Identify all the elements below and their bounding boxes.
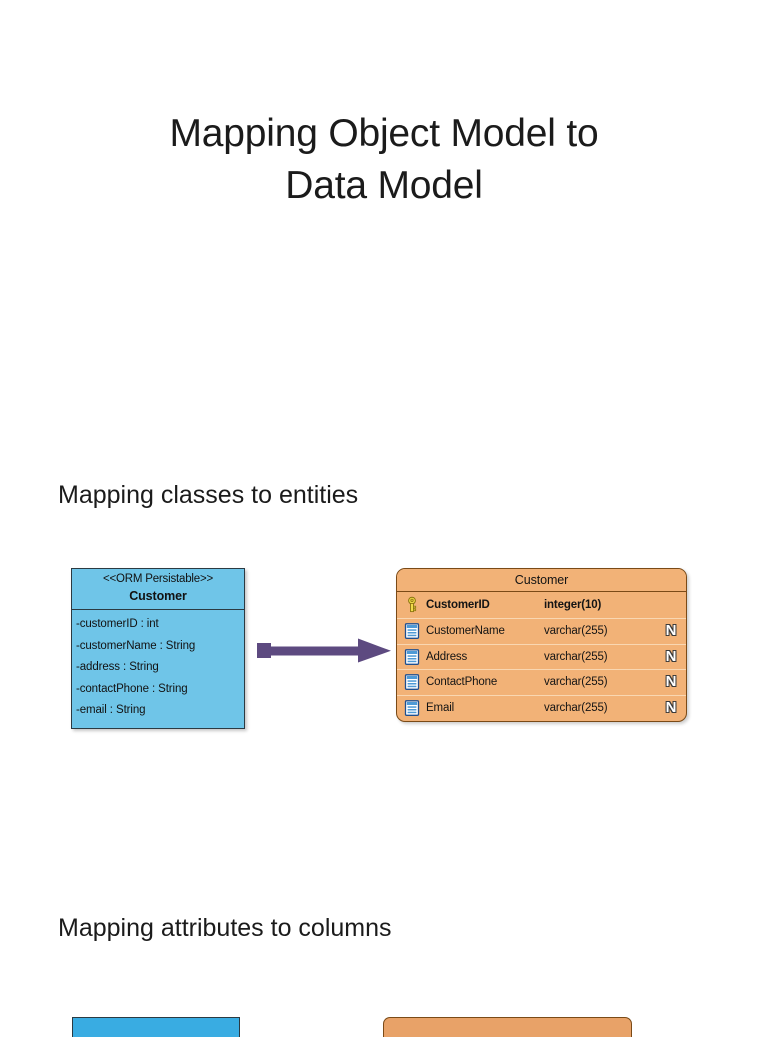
uml-stereotype-label: <<ORM Persistable>> <box>103 573 213 585</box>
column-icon <box>403 622 421 640</box>
erd-column-row-primary-key: CustomerID integer(10) <box>397 592 686 619</box>
mapping-arrow <box>257 637 393 664</box>
uml-attribute-row: -address : String <box>76 661 159 673</box>
erd-column-row: ContactPhone varchar(255) N <box>397 670 686 696</box>
erd-column-name: CustomerID <box>426 599 490 611</box>
column-icon <box>403 673 421 691</box>
column-icon <box>403 699 421 717</box>
erd-table-customer: Customer CustomerID integer(10) <box>396 568 687 722</box>
uml-class-name-label: Customer <box>129 589 187 603</box>
uml-class-box-preview-cropped <box>72 1017 240 1037</box>
erd-column-row: CustomerName varchar(255) N <box>397 619 686 645</box>
erd-nullable-marker: N <box>665 673 677 691</box>
uml-attribute-row: -customerName : String <box>76 639 196 652</box>
erd-column-row: Email varchar(255) N <box>397 696 686 722</box>
erd-table-preview-cropped <box>383 1017 632 1037</box>
section-heading-attributes-to-columns: Mapping attributes to columns <box>58 914 392 942</box>
uml-class-header: <<ORM Persistable>> Customer <box>72 569 244 610</box>
erd-column-name: ContactPhone <box>426 676 498 689</box>
erd-column-name: Email <box>426 702 455 715</box>
erd-nullable-marker: N <box>665 699 677 717</box>
uml-attribute-row: -customerID : int <box>76 618 159 630</box>
uml-attribute-compartment: -customerID : int -customerName : String… <box>72 610 244 728</box>
uml-attribute-row: -contactPhone : String <box>76 682 188 695</box>
erd-column-name: Address <box>426 650 468 663</box>
uml-class-box-customer: <<ORM Persistable>> Customer -customerID… <box>71 568 245 729</box>
erd-column-row: Address varchar(255) N <box>397 645 686 670</box>
page-title: Mapping Object Model to Data Model <box>169 112 599 207</box>
erd-column-list: CustomerID integer(10) CustomerName varc <box>397 592 686 721</box>
erd-column-datatype: varchar(255) <box>544 625 608 638</box>
erd-nullable-marker: N <box>665 647 677 665</box>
column-icon <box>403 648 421 666</box>
erd-column-datatype: varchar(255) <box>544 702 608 715</box>
arrow-right-icon <box>257 638 391 663</box>
erd-column-datatype: varchar(255) <box>544 650 608 663</box>
section-heading-classes-to-entities: Mapping classes to entities <box>58 481 359 509</box>
erd-column-datatype: integer(10) <box>544 599 602 611</box>
erd-column-datatype: varchar(255) <box>544 676 608 689</box>
erd-nullable-marker: N <box>665 622 677 640</box>
erd-table-title: Customer <box>397 569 686 592</box>
erd-column-name: CustomerName <box>426 625 505 638</box>
primary-key-icon <box>403 596 421 614</box>
uml-attribute-row: -email : String <box>76 704 146 716</box>
